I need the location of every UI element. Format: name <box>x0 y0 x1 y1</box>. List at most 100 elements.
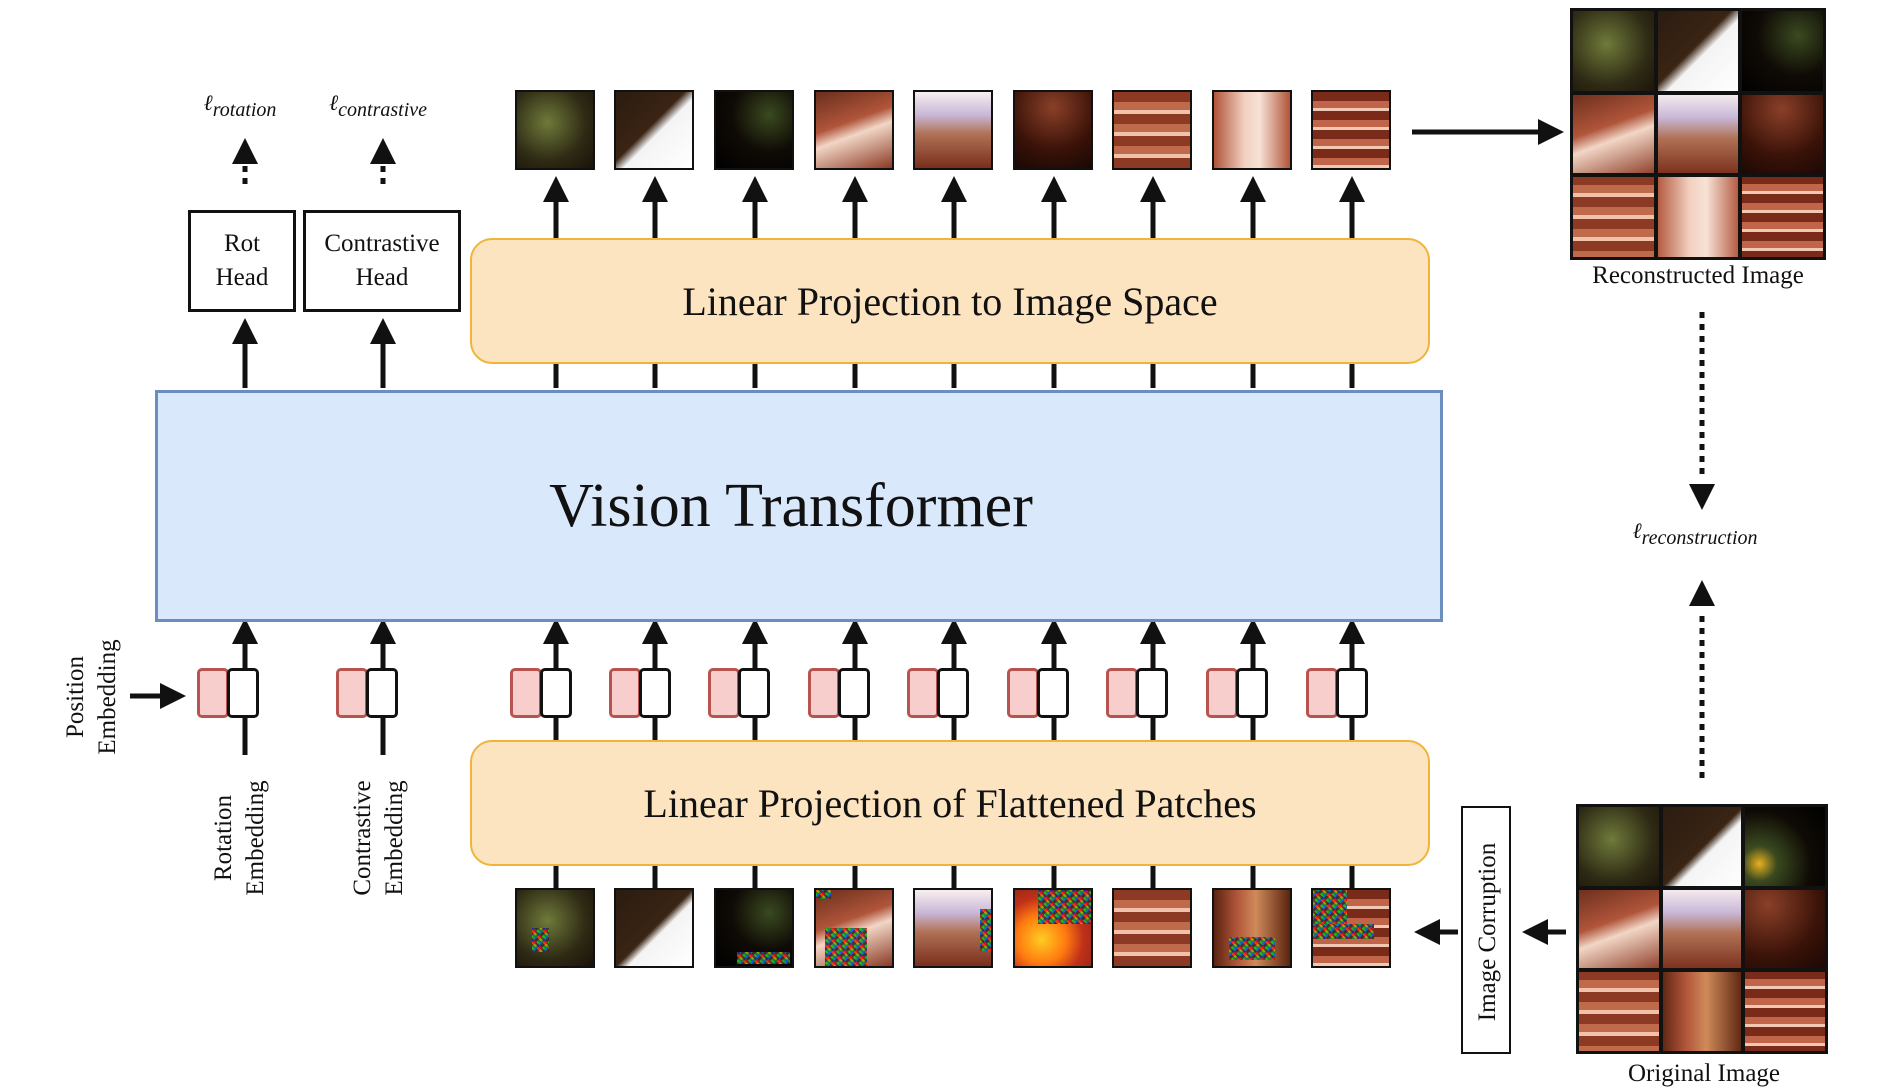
grid-line <box>1654 11 1659 257</box>
proj-to-vit-arrowhead-6 <box>1140 618 1166 644</box>
position-embedding-arrowhead <box>160 683 186 709</box>
position-embedding-token <box>708 668 740 718</box>
grid-line <box>1740 807 1745 1051</box>
position-embedding-token <box>510 668 542 718</box>
corruption-noise-block <box>532 928 549 953</box>
position-embedding-token <box>1106 668 1138 718</box>
vision-transformer-block: Vision Transformer <box>155 390 1443 622</box>
output-patch-4 <box>913 90 993 170</box>
position-embedding-token <box>1306 668 1338 718</box>
corruption-noise-block <box>979 909 991 951</box>
corruption-noise-block <box>816 890 832 900</box>
top-projection-label: Linear Projection to Image Space <box>682 278 1218 324</box>
proj-to-vit-arrowhead-7 <box>1240 618 1266 644</box>
image-cell-8 <box>1742 969 1825 1051</box>
recon-to-loss-arrowhead <box>1689 484 1715 510</box>
position-embedding-token <box>1206 668 1238 718</box>
token-embedding-4 <box>708 668 772 718</box>
input-patch-6 <box>1112 888 1192 968</box>
corruption-noise-block <box>825 928 867 966</box>
proj-to-patch-arrowhead-7 <box>1240 176 1266 202</box>
rot-vit-to-head-arrowhead <box>232 318 258 344</box>
proj-to-vit-arrowhead-4 <box>941 618 967 644</box>
grid-line <box>1579 886 1825 891</box>
output-patch-5 <box>1013 90 1093 170</box>
token-embedding-8 <box>1106 668 1170 718</box>
contrastive-head-line1: Contrastive <box>324 230 440 257</box>
proj-to-vit-arrowhead-2 <box>742 618 768 644</box>
position-embedding-token <box>336 668 368 718</box>
contrastive-head-line2: Head <box>355 264 409 291</box>
original-image-caption: Original Image <box>1627 1060 1781 1087</box>
corruption-noise-block <box>1037 890 1091 925</box>
position-embedding-token <box>609 668 641 718</box>
output-patch-7 <box>1212 90 1292 170</box>
image-cell-6 <box>1573 174 1657 257</box>
image-cell-4 <box>1660 888 1744 970</box>
proj-to-vit-arrowhead-5 <box>1041 618 1067 644</box>
output-patch-8 <box>1311 90 1391 170</box>
con-vit-to-head-arrowhead <box>370 318 396 344</box>
position-embedding-token <box>1007 668 1039 718</box>
image-cell-7 <box>1660 969 1744 1051</box>
proj-to-patch-arrowhead-5 <box>1041 176 1067 202</box>
proj-to-patch-arrowhead-4 <box>941 176 967 202</box>
grid-line <box>1573 90 1823 95</box>
content-token <box>227 668 259 718</box>
image-cell-5 <box>1742 888 1825 970</box>
proj-to-vit-arrowhead-3 <box>842 618 868 644</box>
linear-projection-to-image-space: Linear Projection to Image Space <box>470 238 1430 364</box>
image-corruption-label: Image Corruption <box>1474 842 1501 1022</box>
token-embedding-6 <box>907 668 971 718</box>
contrastive-embedding-label: Contrastive Embedding <box>349 780 408 896</box>
input-patch-1 <box>614 888 694 968</box>
image-corruption-box: Image Corruption <box>1461 806 1511 1054</box>
contrastive-head-box: Contrastive Head <box>303 210 461 312</box>
content-token <box>1136 668 1168 718</box>
bottom-projection-label: Linear Projection of Flattened Patches <box>643 780 1257 826</box>
grid-line <box>1579 967 1825 972</box>
position-embedding-token <box>808 668 840 718</box>
content-token <box>639 668 671 718</box>
image-cell-6 <box>1579 969 1662 1051</box>
content-token <box>838 668 870 718</box>
content-token <box>540 668 572 718</box>
original-image <box>1576 804 1828 1054</box>
input-patch-4 <box>913 888 993 968</box>
patches-to-recon-arrowhead <box>1538 119 1564 145</box>
content-token <box>366 668 398 718</box>
input-patch-5 <box>1013 888 1093 968</box>
image-cell-5 <box>1739 92 1823 176</box>
reconstruction-loss-label: ℓreconstruction <box>1632 518 1758 549</box>
proj-to-patch-arrowhead-8 <box>1339 176 1365 202</box>
token-embedding-3 <box>609 668 673 718</box>
rot-head-box: Rot Head <box>188 210 296 312</box>
proj-to-vit-arrowhead-0 <box>543 618 569 644</box>
content-token <box>1236 668 1268 718</box>
proj-to-patch-arrowhead-6 <box>1140 176 1166 202</box>
output-patch-0 <box>515 90 595 170</box>
image-cell-8 <box>1739 174 1823 257</box>
proj-to-patch-arrowhead-2 <box>742 176 768 202</box>
output-patch-1 <box>614 90 694 170</box>
con-loss-arrowhead <box>370 138 396 164</box>
image-cell-2 <box>1742 807 1825 889</box>
input-patch-0 <box>515 888 595 968</box>
orig-to-corrupt-arrowhead <box>1522 919 1548 945</box>
proj-to-vit-arrowhead-8 <box>1339 618 1365 644</box>
rot-loss-arrowhead <box>232 138 258 164</box>
image-cell-7 <box>1656 174 1740 257</box>
image-cell-3 <box>1579 888 1662 970</box>
token-embedding-2 <box>510 668 574 718</box>
token-embedding-0 <box>197 668 261 718</box>
token-embedding-10 <box>1306 668 1370 718</box>
position-embedding-token <box>197 668 229 718</box>
position-embedding-token <box>907 668 939 718</box>
output-patch-2 <box>714 90 794 170</box>
image-cell-1 <box>1660 807 1744 889</box>
corruption-noise-block <box>1229 937 1275 960</box>
token-embedding-9 <box>1206 668 1270 718</box>
corruption-noise-block <box>737 952 791 964</box>
corruption-noise-block <box>1313 924 1374 940</box>
